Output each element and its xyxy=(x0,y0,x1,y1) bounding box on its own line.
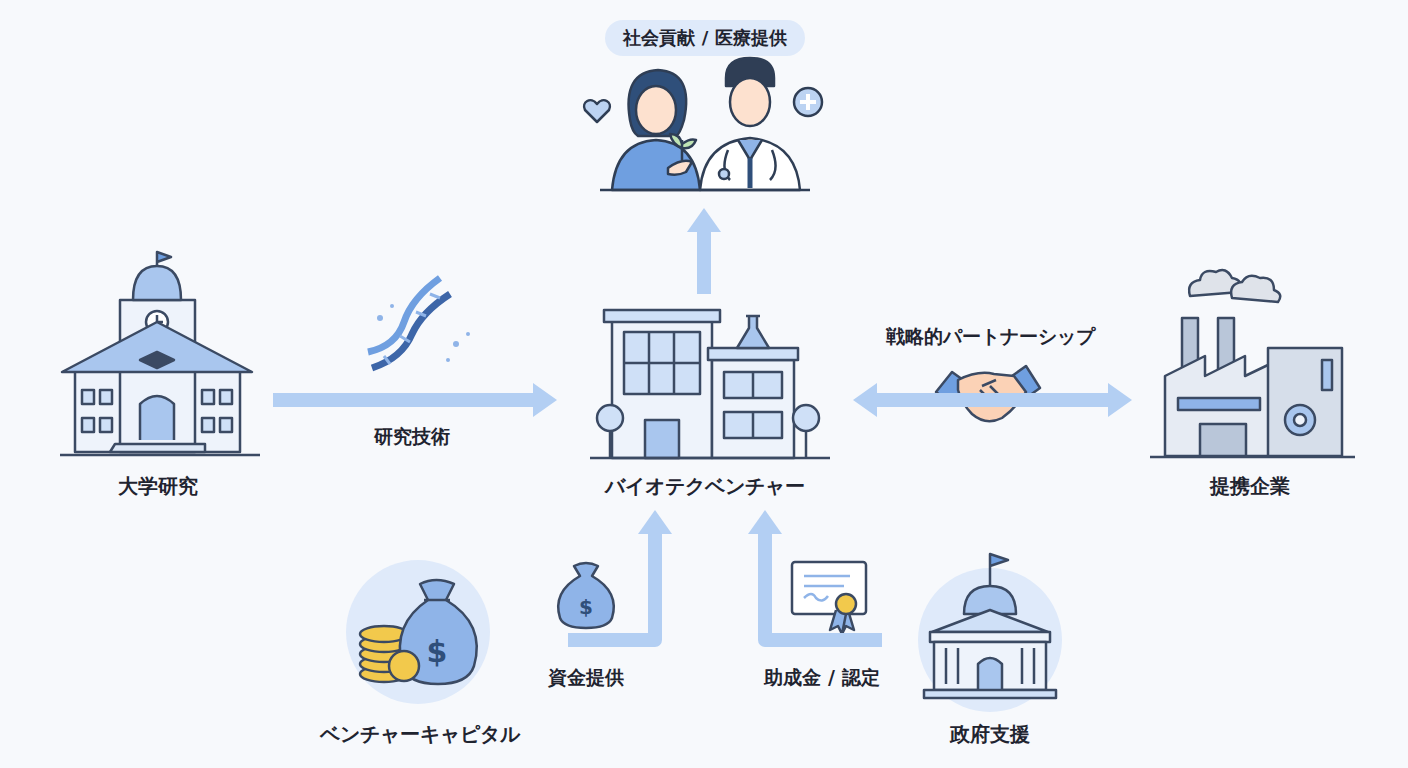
venture-building-icon xyxy=(590,310,830,458)
heading-pill: 社会貢献 / 医療提供 xyxy=(605,20,804,56)
node-label: 大学研究 xyxy=(114,471,202,502)
edge-label: 戦略的パートナーシップ xyxy=(882,323,1099,351)
capital-node: ベンチャーキャピタル xyxy=(280,556,560,750)
dna-icon xyxy=(368,278,470,368)
factory-icon xyxy=(1150,270,1355,457)
flow-arrow xyxy=(853,383,1132,417)
money-bag-icon: $ xyxy=(558,563,614,628)
arrow-head xyxy=(638,510,672,534)
node-label: バイオテクベンチャー xyxy=(601,471,809,502)
certificate-icon xyxy=(792,562,866,634)
arrow-head xyxy=(687,208,721,232)
flow-arrow xyxy=(273,383,557,417)
arrow-head xyxy=(748,510,782,534)
arrow-shaft xyxy=(873,393,1112,407)
flow-arrow xyxy=(687,208,721,294)
node-label: 政府支援 xyxy=(946,719,1034,750)
edge-label: 資金提供 xyxy=(544,664,628,692)
node-label: 提携企業 xyxy=(1206,471,1294,502)
university-node: 大学研究 xyxy=(50,262,265,502)
venture-capital-icon: $ xyxy=(346,560,490,704)
svg-text:$: $ xyxy=(427,634,448,669)
edge-label: 助成金 / 認定 xyxy=(760,664,883,692)
university-icon xyxy=(60,252,260,455)
node-label: ベンチャーキャピタル xyxy=(316,719,524,750)
arrow-shaft xyxy=(765,530,882,640)
government-icon xyxy=(918,554,1062,712)
flow-arrow xyxy=(748,510,882,640)
arrow-shaft xyxy=(697,228,711,294)
arrow-shaft xyxy=(273,393,537,407)
government-node: 政府支援 xyxy=(890,552,1090,750)
arrow-head xyxy=(1108,383,1132,417)
arrow-head xyxy=(853,383,877,417)
arrow-head xyxy=(533,383,557,417)
people-icon xyxy=(584,58,822,190)
edge-label: 研究技術 xyxy=(370,423,454,451)
partner-node: 提携企業 xyxy=(1140,272,1360,502)
outcome-node: 社会貢献 / 医療提供 xyxy=(560,20,850,200)
svg-text:$: $ xyxy=(579,595,593,619)
arrow-shaft xyxy=(568,530,655,640)
flow-arrow xyxy=(568,510,672,640)
venture-node: バイオテクベンチャー xyxy=(565,302,845,502)
